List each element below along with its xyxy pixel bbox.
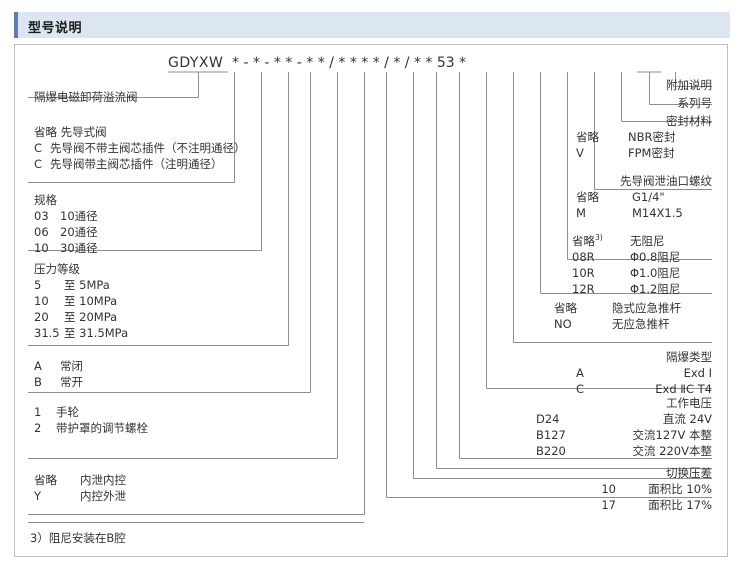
footnote: 3）阻尼安装在B腔 (30, 531, 126, 545)
label-product-name: 隔爆电磁卸荷溢流阀 (34, 90, 138, 104)
header-accent-bar (14, 12, 18, 38)
label-series-number: 系列号 (677, 96, 713, 110)
diagram-frame (14, 44, 728, 557)
model-code-tokens: * - * - * * - * * / * * * * / * / * * 53… (232, 55, 467, 71)
label-additional-note: 附加说明 (666, 78, 712, 92)
page-title: 型号说明 (28, 21, 83, 36)
section-header-bar (14, 12, 730, 38)
model-code-prefix: GDYXW (168, 55, 224, 71)
